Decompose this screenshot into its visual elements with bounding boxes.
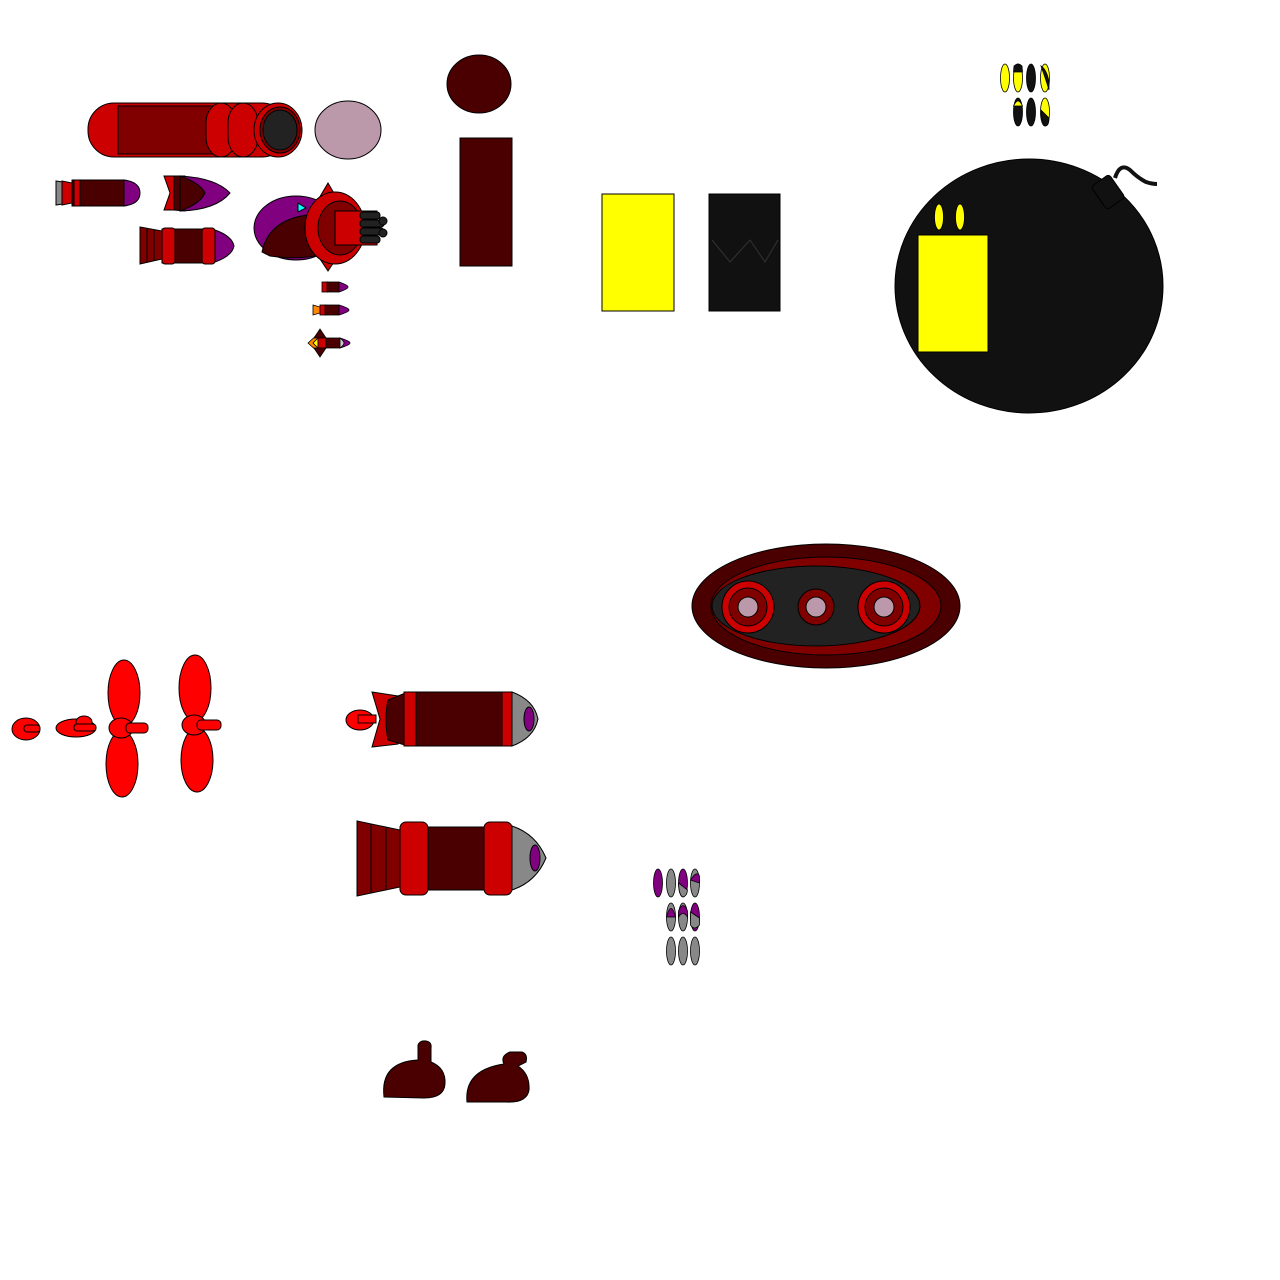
propeller-frame-2 bbox=[55, 715, 97, 738]
propeller-frame-1 bbox=[11, 717, 41, 741]
boot-frame-2 bbox=[466, 1051, 530, 1103]
small-bullet-sprite bbox=[55, 179, 141, 207]
black-block-sprite bbox=[708, 193, 781, 312]
boot-frame-1 bbox=[383, 1040, 446, 1099]
large-rocket-sprite bbox=[356, 820, 547, 897]
bullet-cap-sprite bbox=[163, 175, 231, 212]
bomb-eyes-sprites bbox=[1000, 63, 1050, 127]
gatling-turret-sprite bbox=[253, 182, 388, 272]
bomb-sprite bbox=[894, 158, 1164, 414]
large-missile-sprite bbox=[345, 691, 539, 748]
cannon-barrel-sprite bbox=[87, 102, 303, 158]
mini-missile-3 bbox=[307, 328, 351, 358]
mini-missile-2 bbox=[312, 304, 350, 316]
exclamation-head-sprite bbox=[446, 54, 512, 114]
yellow-block-sprite bbox=[601, 193, 675, 312]
mini-missile-1 bbox=[321, 281, 349, 293]
exclamation-body-sprite bbox=[459, 137, 513, 267]
propeller-sprites bbox=[11, 654, 222, 798]
oval-pod-sprite bbox=[691, 543, 961, 669]
mini-missile-sprites bbox=[307, 281, 351, 358]
propeller-frame-3 bbox=[105, 659, 149, 798]
lilac-orb-sprite bbox=[314, 100, 382, 160]
rocket-sprite bbox=[139, 226, 235, 265]
boot-sprites bbox=[383, 1040, 530, 1103]
purple-eyes-sprites bbox=[653, 868, 700, 966]
propeller-frame-4 bbox=[178, 654, 222, 793]
